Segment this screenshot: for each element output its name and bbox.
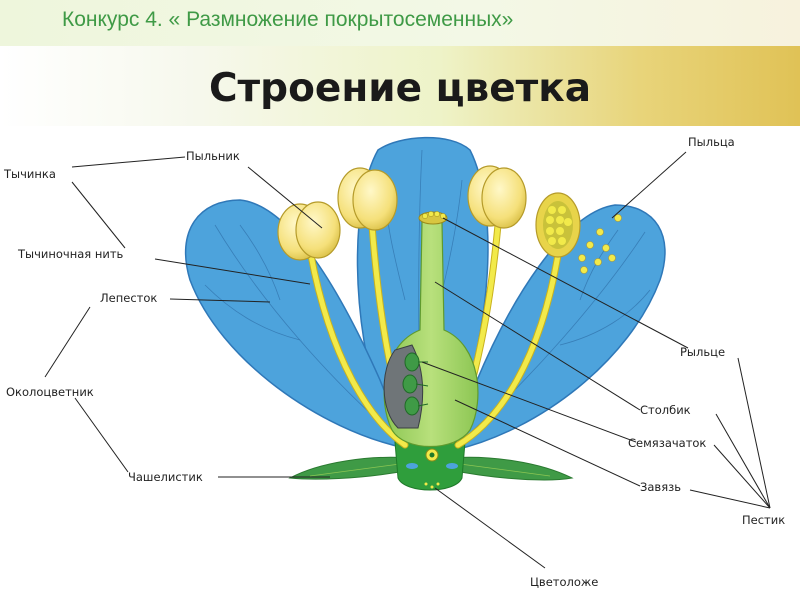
label-pollen: Пыльца	[688, 135, 735, 149]
petal-left	[184, 199, 406, 449]
leader-lines	[44, 151, 771, 569]
receptacle	[394, 441, 466, 491]
label-stamen: Тычинка	[3, 167, 56, 181]
label-sepal: Чашелистик	[128, 470, 203, 484]
title-banner	[0, 46, 800, 126]
label-petal: Лепесток	[100, 291, 157, 305]
pistil	[383, 211, 479, 447]
label-stigma: Рыльце	[680, 345, 725, 359]
sepals	[288, 456, 574, 481]
label-style: Столбик	[640, 403, 691, 417]
label-filament: Тычиночная нить	[17, 247, 124, 261]
anther-center-right	[467, 165, 527, 229]
label-anther: Пыльник	[186, 149, 240, 163]
pollen-grains	[578, 214, 622, 274]
anther-left	[277, 201, 341, 261]
label-ovary: Завязь	[640, 480, 681, 494]
label-pistil: Пестик	[742, 513, 785, 527]
contest-title: Конкурс 4. « Размножение покрытосеменных…	[62, 8, 514, 31]
label-receptacle: Цветоложе	[530, 575, 598, 589]
label-ovule: Семязачаток	[628, 436, 706, 450]
page-title: Строение цветка	[208, 66, 592, 111]
flower-diagram: Тычинка Пыльник Тычиночная нить Лепесток…	[3, 135, 785, 589]
anther-center-left	[337, 167, 398, 231]
label-perianth: Околоцветник	[6, 385, 94, 399]
anther-right-open	[535, 192, 581, 258]
header-bar: Конкурс 4. « Размножение покрытосеменных…	[0, 0, 800, 46]
